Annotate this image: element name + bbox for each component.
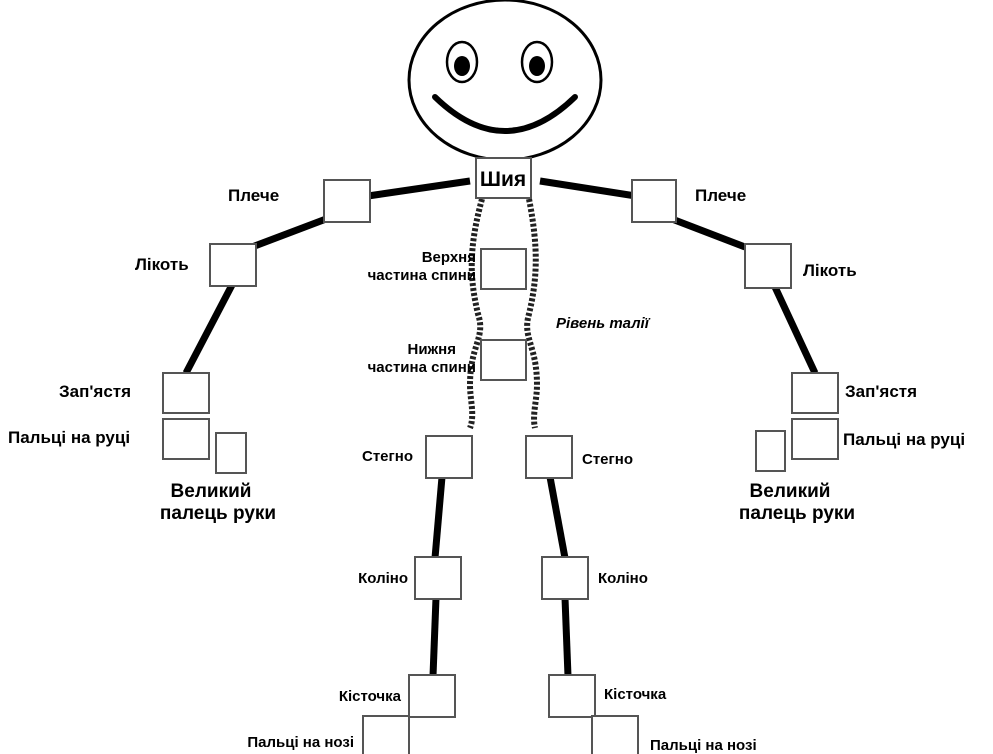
torso xyxy=(466,198,541,430)
lower-back-box[interactable] xyxy=(480,339,527,381)
left-thumb-label-line2: палець руки xyxy=(160,503,276,524)
upper-back-box[interactable] xyxy=(480,248,527,290)
left-thumb-box[interactable] xyxy=(215,432,247,474)
right-hip-box[interactable] xyxy=(525,435,573,479)
right-upper-arm-line xyxy=(539,177,637,200)
left-ankle-label: Кісточка xyxy=(339,688,402,705)
torso-right-outline xyxy=(524,198,541,429)
marker-boxes xyxy=(162,157,839,754)
left-hip-label: Стегно xyxy=(362,448,413,465)
left-ankle-box[interactable] xyxy=(408,674,456,718)
left-knee-label: Коліно xyxy=(358,570,408,587)
left-toes-label: Пальці на нозі xyxy=(247,734,354,751)
legs xyxy=(429,476,572,677)
waist-level-label: Рівень талії xyxy=(556,315,651,332)
left-pupil xyxy=(454,56,470,76)
left-shin-line xyxy=(429,597,440,677)
right-forearm-line xyxy=(771,285,819,375)
left-knee-box[interactable] xyxy=(414,556,462,600)
right-shoulder-label: Плече xyxy=(695,186,746,205)
right-knee-label: Коліно xyxy=(598,570,648,587)
torso-left-outline xyxy=(466,198,485,430)
right-thumb-box[interactable] xyxy=(755,430,786,472)
left-shoulder-elbow-line xyxy=(250,215,328,251)
left-upper-arm-line xyxy=(367,177,471,200)
right-ankle-label: Кісточка xyxy=(604,686,667,703)
right-ankle-box[interactable] xyxy=(548,674,596,718)
arms xyxy=(182,177,819,375)
right-wrist-label: Зап'ястя xyxy=(845,382,917,401)
head xyxy=(407,0,603,162)
right-thigh-line xyxy=(546,476,569,559)
right-knee-box[interactable] xyxy=(541,556,589,600)
right-wrist-box[interactable] xyxy=(791,372,839,414)
upper-back-label-line2: частина спини xyxy=(368,267,476,284)
right-fingers-box[interactable] xyxy=(791,418,839,460)
right-toes-box[interactable] xyxy=(591,715,639,754)
left-toes-box[interactable] xyxy=(362,715,410,754)
right-elbow-label: Лікоть xyxy=(803,261,857,280)
smile xyxy=(432,94,578,134)
lower-back-label-line2: частина спини xyxy=(368,359,476,376)
left-shoulder-label: Плече xyxy=(228,186,279,205)
neck-box[interactable] xyxy=(475,157,532,199)
upper-back-label-line1: Верхня xyxy=(422,249,476,266)
left-thigh-line xyxy=(431,476,446,559)
right-pupil xyxy=(529,56,545,76)
right-shoulder-elbow-line xyxy=(670,215,747,251)
right-hip-label: Стегно xyxy=(582,451,633,468)
right-fingers-label: Пальці на руці xyxy=(843,430,965,449)
left-forearm-line xyxy=(182,283,236,375)
left-fingers-box[interactable] xyxy=(162,418,210,460)
left-fingers-label: Пальці на руці xyxy=(8,428,130,447)
left-shoulder-box[interactable] xyxy=(323,179,371,223)
right-toes-label: Пальці на нозі xyxy=(650,737,757,754)
left-wrist-box[interactable] xyxy=(162,372,210,414)
head-outline xyxy=(407,0,603,162)
left-elbow-label: Лікоть xyxy=(135,255,189,274)
left-elbow-box[interactable] xyxy=(209,243,257,287)
right-thumb-label-line1: Великий xyxy=(750,481,831,502)
right-elbow-box[interactable] xyxy=(744,243,792,289)
left-thumb-label-line1: Великий xyxy=(171,481,252,502)
lower-back-label-line1: Нижня xyxy=(407,341,456,358)
labels: Шия Плече Плече Лікоть Лікоть Верхня час… xyxy=(8,168,965,754)
neck-label: Шия xyxy=(480,168,526,191)
left-hip-box[interactable] xyxy=(425,435,473,479)
right-shoulder-box[interactable] xyxy=(631,179,677,223)
right-thumb-label-line2: палець руки xyxy=(739,503,855,524)
left-wrist-label: Зап'ястя xyxy=(59,382,131,401)
right-shin-line xyxy=(561,597,572,677)
